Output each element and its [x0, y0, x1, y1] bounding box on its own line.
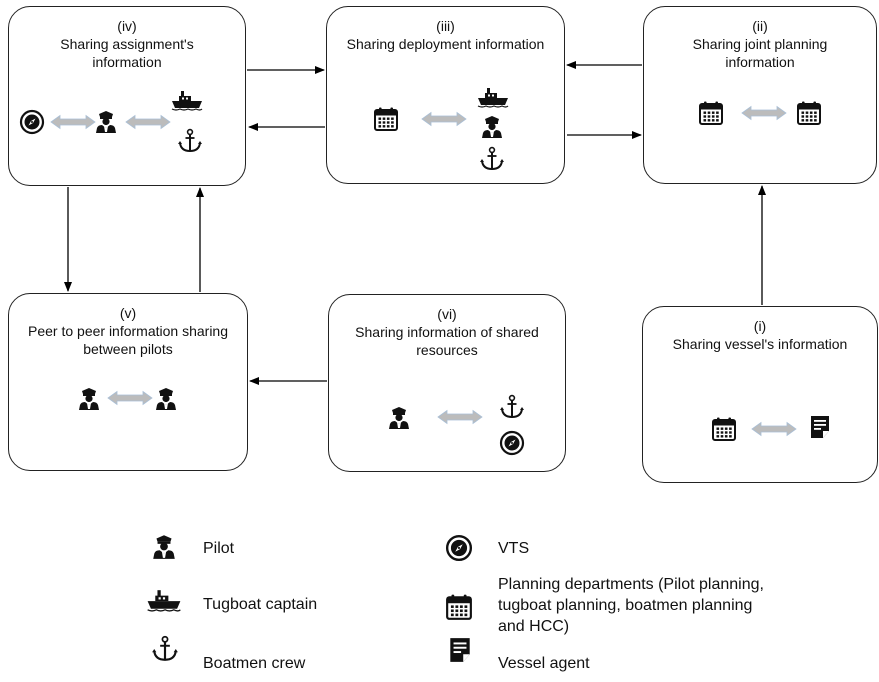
tugboat-icon	[477, 86, 509, 108]
pilot-icon	[93, 108, 119, 134]
box-title: (v) Peer to peer information sharing bet…	[28, 305, 228, 357]
box-peer-to-peer-information-sharing: (v) Peer to peer information sharing bet…	[8, 293, 248, 471]
pilot-icon	[386, 404, 412, 430]
calendar-icon	[698, 100, 724, 126]
box-sharing-vessel-information: (i) Sharing vessel's information	[642, 306, 878, 483]
legend-label-pilot: Pilot	[203, 540, 235, 557]
box-sharing-assignment-information: (iv) Sharing assignment's information	[8, 6, 246, 186]
box-sharing-joint-planning-information: (ii) Sharing joint planning information	[643, 6, 877, 184]
anchor-icon	[479, 146, 505, 172]
box-title: (iv) Sharing assignment's information	[60, 18, 194, 70]
double-arrow	[741, 105, 787, 121]
double-arrow	[125, 114, 171, 130]
anchor-icon	[499, 394, 525, 420]
double-arrow	[437, 409, 483, 425]
document-icon	[807, 414, 833, 440]
box-title: (ii) Sharing joint planning information	[692, 18, 828, 70]
document-icon	[446, 636, 474, 664]
double-arrow	[421, 111, 467, 127]
legend-label-vts: VTS	[498, 540, 530, 557]
vts-compass-icon	[445, 534, 473, 562]
calendar-icon	[373, 106, 399, 132]
box-title: (iii) Sharing deployment information	[346, 18, 545, 52]
vts-compass-icon	[19, 109, 45, 135]
double-arrow	[751, 421, 797, 437]
double-arrow	[50, 114, 96, 130]
box-title: (i) Sharing vessel's information	[672, 318, 848, 352]
legend-label-vessel-agent: Vessel agent	[498, 655, 590, 672]
legend-label-planning: Planning departments (Pilot planning, tu…	[498, 576, 764, 635]
calendar-icon	[711, 416, 737, 442]
anchor-icon	[177, 128, 203, 154]
box-sharing-information-shared-resources: (vi) Sharing information of shared resou…	[328, 294, 566, 472]
vts-compass-icon	[499, 430, 525, 456]
pilot-icon	[479, 113, 505, 139]
box-title: (vi) Sharing information of shared resou…	[355, 306, 539, 358]
pilot-icon	[150, 532, 178, 560]
anchor-icon	[151, 635, 179, 663]
double-arrow	[107, 390, 153, 406]
pilot-icon	[153, 385, 179, 411]
legend-label-boatmen: Boatmen crew	[203, 655, 306, 672]
calendar-icon	[796, 100, 822, 126]
pilot-icon	[76, 385, 102, 411]
calendar-icon	[445, 593, 473, 621]
tugboat-icon	[146, 588, 182, 612]
tugboat-icon	[171, 89, 203, 111]
legend-label-tugboat: Tugboat captain	[203, 596, 318, 613]
box-sharing-deployment-information: (iii) Sharing deployment information	[326, 6, 565, 184]
